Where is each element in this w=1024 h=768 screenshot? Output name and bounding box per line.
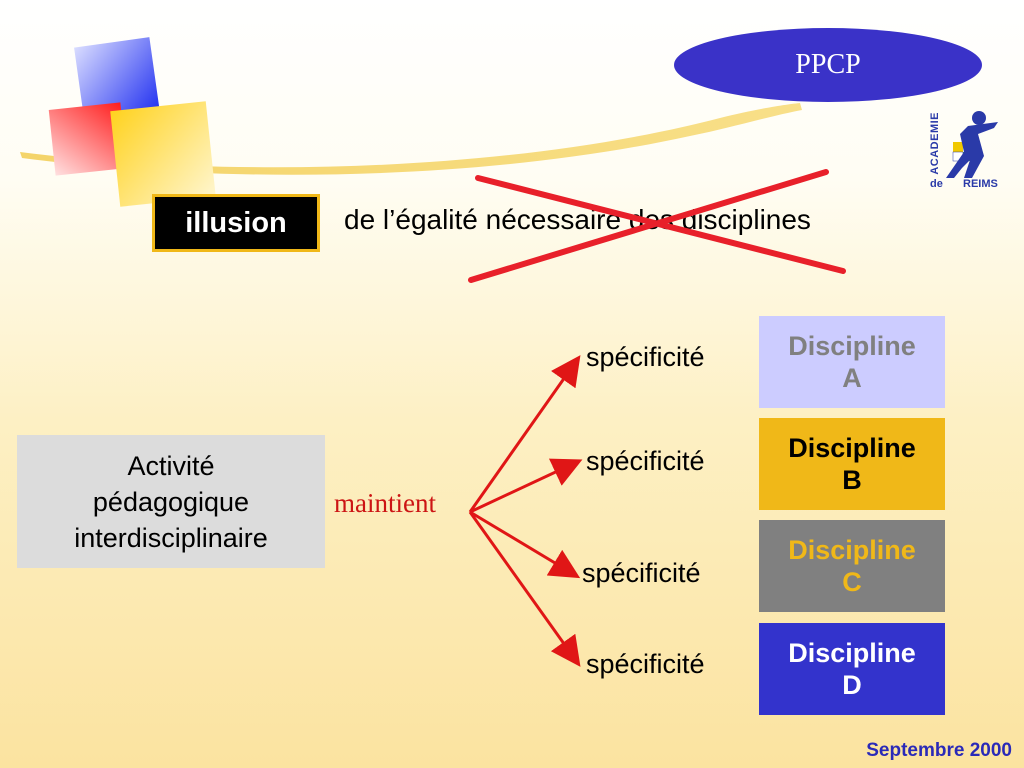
illusion-label: illusion (152, 194, 320, 252)
logo-academie-text: ACADEMIE (929, 112, 941, 175)
discipline-b-line-2: B (842, 465, 862, 495)
discipline-d-line-1: Discipline (788, 638, 916, 668)
activity-line-1: Activité (127, 450, 215, 481)
specificity-label-b: spécificité (586, 446, 705, 476)
discipline-a-line-2: A (842, 363, 862, 393)
discipline-a-line-1: Discipline (788, 331, 916, 361)
specificity-label-c: spécificité (582, 558, 701, 588)
activity-box: Activité pédagogique interdisciplinaire (17, 435, 325, 568)
academie-reims-logo (946, 111, 998, 178)
equality-statement: de l’égalité nécessaire des disciplines (344, 204, 811, 235)
activity-line-3: interdisciplinaire (74, 522, 268, 553)
discipline-box-a: Discipline A (759, 316, 945, 408)
activity-line-2: pédagogique (92, 486, 250, 517)
discipline-box-b: Discipline B (759, 418, 945, 510)
footer-date: Septembre 2000 (866, 740, 1012, 761)
discipline-box-c: Discipline C (759, 520, 945, 612)
discipline-c-line-2: C (842, 567, 862, 597)
logo-city-text: REIMS (963, 178, 998, 190)
swoosh-curve (20, 103, 802, 175)
red-square (48, 102, 128, 176)
discipline-box-d: Discipline D (759, 623, 945, 715)
yellow-square (110, 101, 216, 207)
discipline-d-line-2: D (842, 670, 862, 700)
logo-de-text: de (930, 178, 943, 190)
specificity-label-a: spécificité (586, 342, 705, 372)
blue-square (74, 37, 160, 123)
discipline-c-line-1: Discipline (788, 535, 916, 565)
illusion-label-text: illusion (185, 206, 287, 239)
connector-label: maintient (334, 488, 436, 518)
discipline-b-line-1: Discipline (788, 433, 916, 463)
ppcp-badge-label: PPCP (795, 49, 861, 80)
specificity-label-d: spécificité (586, 649, 705, 679)
ppcp-badge: PPCP (674, 28, 982, 102)
